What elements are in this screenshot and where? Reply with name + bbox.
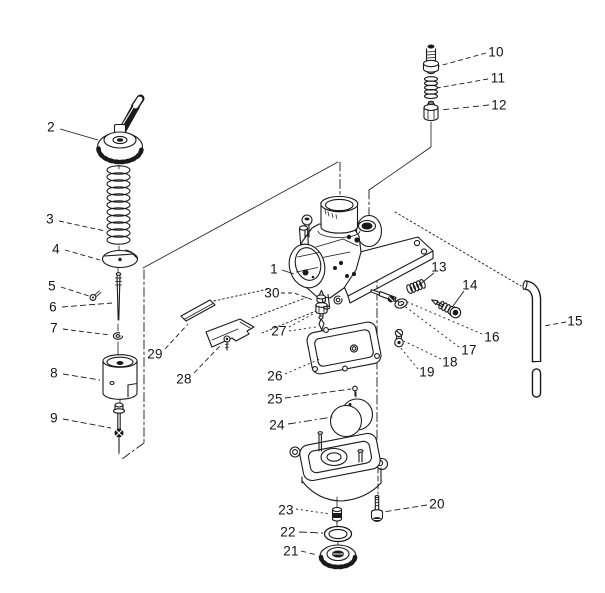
part-number-26: 26 bbox=[267, 368, 283, 384]
leader-line-12 bbox=[439, 104, 490, 111]
part-24-float bbox=[329, 398, 374, 438]
part-8-throttle-slide bbox=[102, 354, 138, 400]
leader-line-27 bbox=[288, 326, 317, 332]
leader-line-2 bbox=[59, 128, 99, 141]
leader-line-10 bbox=[438, 52, 487, 67]
part-15-vent-tube bbox=[522, 280, 542, 398]
part-28-bracket bbox=[205, 318, 255, 351]
leader-line-21 bbox=[300, 550, 318, 556]
leader-line-3 bbox=[58, 220, 106, 232]
part-number-21: 21 bbox=[283, 543, 299, 559]
part-22-o-ring bbox=[323, 525, 353, 543]
retaining-clip bbox=[333, 295, 345, 305]
part-7-e-clip bbox=[112, 332, 125, 340]
part-4-spring-seat bbox=[101, 249, 139, 269]
leader-line-15 bbox=[543, 321, 567, 327]
part-number-7: 7 bbox=[50, 320, 58, 336]
part-5-clip-screw bbox=[89, 290, 102, 301]
part-2-throttle-cap bbox=[96, 94, 145, 165]
float-bowl bbox=[289, 431, 389, 502]
part-number-23: 23 bbox=[278, 502, 294, 518]
part-number-10: 10 bbox=[488, 44, 504, 60]
leader-line-5 bbox=[60, 286, 90, 297]
part-number-4: 4 bbox=[52, 241, 60, 257]
part-number-13: 13 bbox=[431, 259, 447, 275]
leader-line-25 bbox=[284, 388, 352, 399]
part-14-idle-screw bbox=[431, 299, 462, 319]
leader-line-19 bbox=[399, 346, 419, 370]
leader-line-17 bbox=[390, 295, 460, 348]
leader-line-14 bbox=[452, 290, 465, 307]
leader-line-11 bbox=[436, 78, 489, 89]
part-number-28: 28 bbox=[176, 371, 192, 387]
part-number-17: 17 bbox=[461, 342, 477, 358]
part-number-20: 20 bbox=[429, 496, 445, 512]
part-number-3: 3 bbox=[46, 211, 54, 227]
part-number-14: 14 bbox=[462, 277, 478, 293]
leader-line-28 bbox=[193, 345, 221, 374]
part-number-9: 9 bbox=[50, 410, 58, 426]
part-18-19-pilot-screw bbox=[394, 328, 404, 348]
part-number-18: 18 bbox=[442, 354, 458, 370]
part-25-float-pin bbox=[352, 385, 358, 397]
leader-line-30 bbox=[281, 292, 314, 301]
part-number-12: 12 bbox=[491, 97, 507, 113]
part-number-6: 6 bbox=[49, 299, 57, 315]
part-number-22: 22 bbox=[280, 524, 296, 540]
leader-line-8 bbox=[62, 373, 101, 381]
part-number-29: 29 bbox=[147, 346, 163, 362]
part-20-bowl-screw bbox=[370, 494, 384, 522]
part-number-19: 19 bbox=[419, 364, 435, 380]
part-30-needle-jet bbox=[315, 289, 328, 318]
leader-line-6 bbox=[61, 302, 113, 308]
leader-line-20 bbox=[382, 504, 428, 513]
part-6-jet-needle bbox=[115, 272, 122, 321]
leader-line-16 bbox=[404, 300, 483, 335]
part-29-plate bbox=[180, 299, 216, 322]
part-number-16: 16 bbox=[484, 329, 500, 345]
part-9-cable-adjuster bbox=[112, 402, 126, 453]
leader-line-7 bbox=[62, 328, 111, 336]
part-number-2: 2 bbox=[47, 119, 55, 135]
part-10-adjuster-bolt bbox=[422, 44, 440, 75]
part-number-24: 24 bbox=[269, 417, 285, 433]
part-3-throttle-spring bbox=[106, 165, 131, 245]
part-number-5: 5 bbox=[48, 278, 56, 294]
leader-line-27 bbox=[288, 313, 314, 328]
leader-line-29 bbox=[164, 323, 189, 350]
leader-line-1 bbox=[281, 269, 295, 275]
part-1-carburetor-body bbox=[288, 195, 434, 310]
part-23-main-jet bbox=[331, 506, 343, 524]
part-number-1: 1 bbox=[270, 261, 278, 277]
leader-line-23 bbox=[295, 508, 331, 515]
part-number-15: 15 bbox=[567, 313, 583, 329]
leader-line-13 bbox=[418, 272, 435, 286]
leader-line-9 bbox=[62, 418, 112, 429]
part-13-spring bbox=[406, 278, 426, 295]
leader-line-24 bbox=[287, 416, 334, 425]
leader-line-22 bbox=[298, 531, 324, 534]
part-number-11: 11 bbox=[490, 70, 506, 86]
part-number-30: 30 bbox=[264, 285, 280, 301]
part-number-25: 25 bbox=[267, 391, 283, 407]
part-12-adjuster-nut bbox=[423, 100, 439, 122]
part-21-drain-plug bbox=[318, 544, 358, 570]
leader-line-4 bbox=[64, 249, 101, 261]
leader-line-18 bbox=[403, 340, 442, 360]
part-number-27: 27 bbox=[271, 323, 287, 339]
part-26-bowl-gasket bbox=[306, 321, 382, 375]
part-number-8: 8 bbox=[50, 365, 58, 381]
leader-line-26 bbox=[284, 358, 321, 375]
